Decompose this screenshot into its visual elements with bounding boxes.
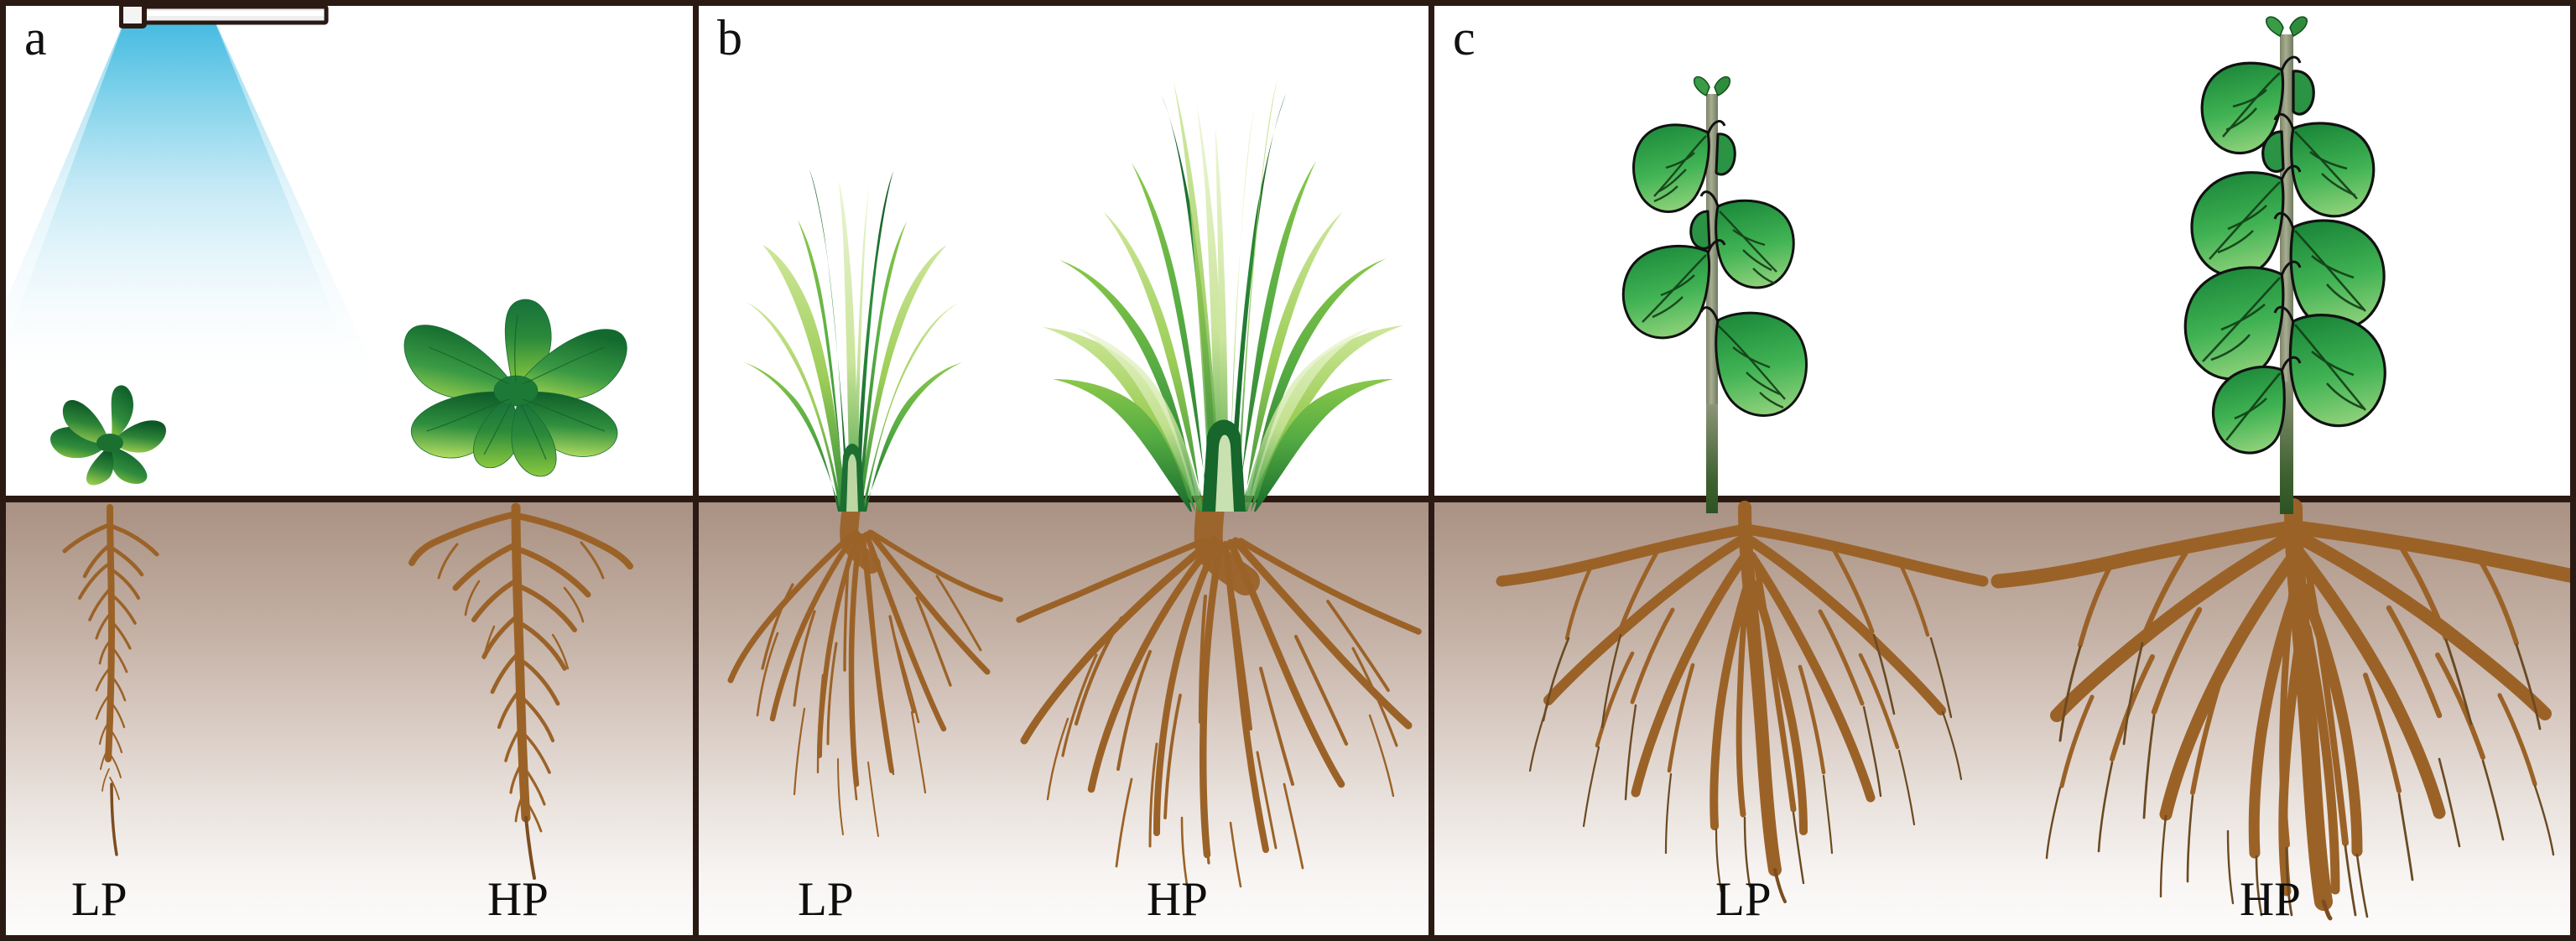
root-a-hp	[409, 502, 693, 893]
label-a-lp: LP	[71, 873, 127, 926]
leaf-group	[403, 299, 627, 477]
panel-b: b	[693, 0, 1434, 941]
grass-blades	[744, 169, 962, 512]
root-c-hp	[1988, 498, 2570, 921]
light-beam	[6, 13, 386, 394]
panel-b-label: b	[717, 10, 742, 65]
panel-c-label: c	[1453, 10, 1475, 65]
panel-c: c	[1429, 0, 2576, 941]
soil-layer-c	[1434, 496, 2570, 935]
apical-bud	[1693, 75, 1731, 97]
plant-a-hp	[367, 295, 643, 538]
label-a-hp: HP	[487, 873, 549, 926]
grass-blades	[1043, 79, 1403, 512]
plant-b-hp	[1034, 60, 1412, 512]
root-b-hp	[1016, 493, 1422, 893]
apical-bud	[2265, 16, 2308, 38]
root-c-lp	[1468, 501, 2022, 903]
label-b-lp: LP	[798, 873, 854, 926]
panel-a: a	[0, 0, 699, 941]
label-c-hp: HP	[2240, 873, 2301, 926]
grow-light-fixture[interactable]	[119, 4, 329, 33]
plant-c-lp	[1594, 52, 1879, 513]
plant-c-hp	[2131, 6, 2449, 514]
label-b-hp: HP	[1147, 873, 1208, 926]
plant-a-lp	[21, 375, 231, 845]
plant-b-lp	[741, 111, 967, 512]
root-a-lp	[39, 504, 258, 876]
root-b-lp	[724, 498, 1009, 860]
label-c-lp: LP	[1715, 873, 1772, 926]
panel-a-label: a	[24, 10, 47, 65]
leaf-group	[50, 385, 166, 486]
